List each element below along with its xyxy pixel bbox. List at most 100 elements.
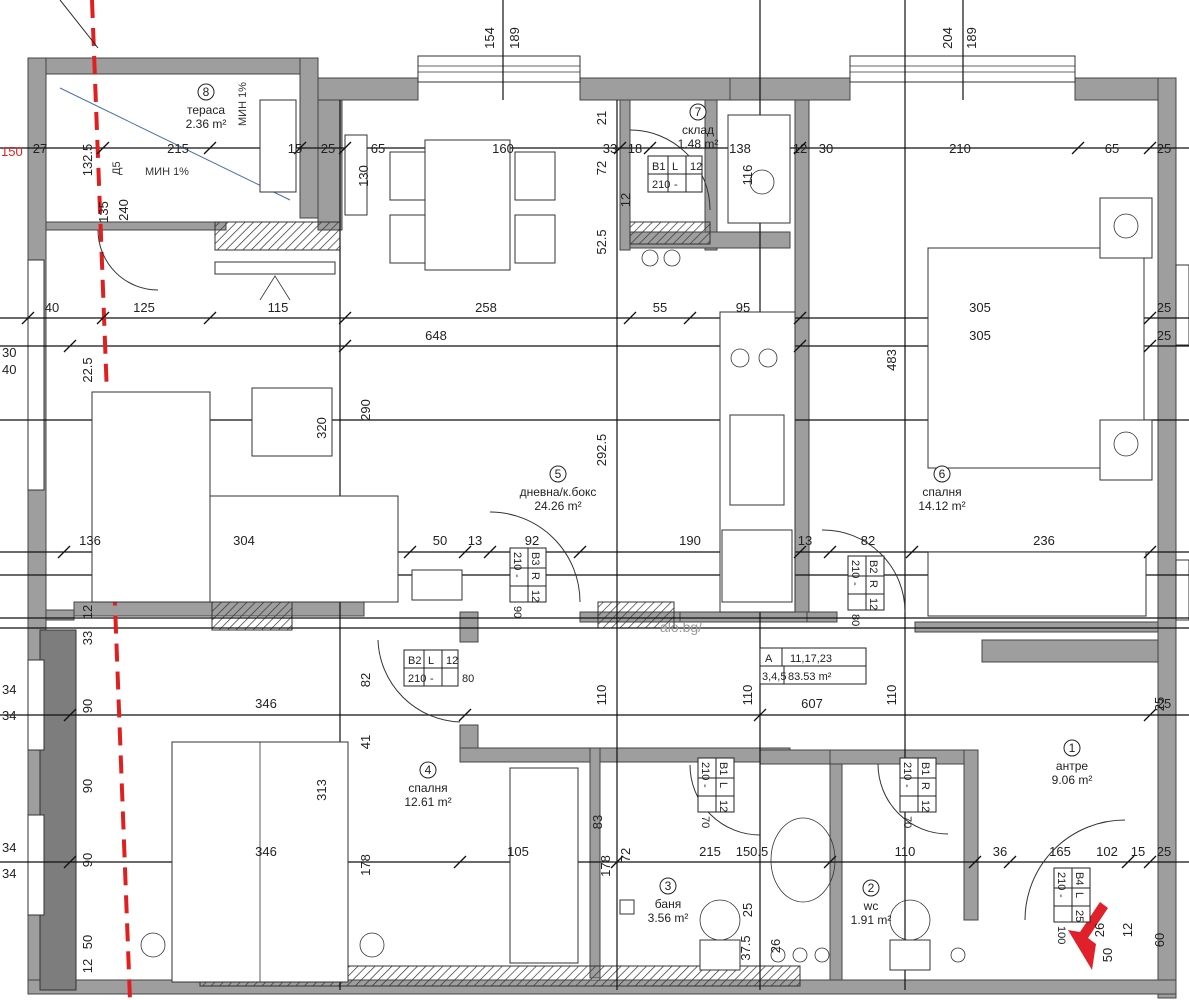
room-number-circle [197,83,215,101]
dimension-label: 236 [1033,533,1055,548]
dimension-label: 305 [969,328,991,343]
door-tag-b: - [1055,894,1067,898]
door-tag-code: B1 [919,762,931,775]
dimension-tick [203,141,217,155]
vertical-dimension-label: 110 [594,685,609,706]
dimension-label: 648 [425,328,447,343]
dimension-label: 102 [1096,844,1118,859]
door-tag-code: B4 [1073,872,1085,885]
door-tag-code: B1 [652,161,665,173]
dimension-tick [1071,141,1085,155]
dimension-tick [293,141,307,155]
dimension-label: 82 [861,533,875,548]
door-tag-b: - [849,582,861,586]
vertical-dimension-label: 50 [1100,948,1115,962]
dimension-label: 138 [729,141,751,156]
left-edge-label: 34 [2,840,16,855]
dimension-tick [203,311,217,325]
room-area: 1.48 m² [678,137,719,151]
room-number-circle [862,879,880,897]
dimension-tick [793,339,807,353]
room-name: дневна/к.бокс [520,485,597,499]
dimension-tick [610,855,624,869]
vertical-dimension-label: 116 [740,165,755,186]
door-tag-w: 210 [511,552,523,570]
dimension-label: 215 [699,844,721,859]
vertical-dimension-label: 12 [618,193,633,207]
dimension-tick [338,339,352,353]
vertical-dimension-label: 72 [618,848,633,862]
dimension-label: 607 [801,696,823,711]
left-edge-label: 40 [2,362,16,377]
dimension-tick [613,141,627,155]
left-edge-label: 34 [2,682,16,697]
diagonal-line [59,0,99,49]
room-number-circle [689,103,707,121]
room-number: 3 [665,879,672,893]
dimension-label: 105 [507,844,529,859]
room-name: спалня [922,485,961,499]
door-tag-c: 12 [529,590,541,602]
door-tag-code: B1 [717,762,729,775]
dimension-tick [823,545,837,559]
vertical-dimension-label: 90 [80,853,95,867]
door-tag-c: 25 [1073,910,1085,922]
room-number: 8 [203,85,210,99]
door-tag-w: 210 [1055,872,1067,890]
room-number-circle [549,465,567,483]
dimension-tick [683,311,697,325]
dimension-label: 160 [492,141,514,156]
dimension-tick [823,855,837,869]
dimension-tick [753,708,767,722]
vertical-dimension-label: 37.5 [738,935,753,960]
dimension-label: 304 [233,533,255,548]
vertical-dimension-label: 33 [80,631,95,645]
window-dimension-label: 189 [964,27,979,49]
dimension-tick [1143,141,1157,155]
dimension-tick [483,545,497,559]
window-dimension-label: 204 [940,27,955,49]
door-tag-w: 210 [901,762,913,780]
door-tag-b: - [430,673,434,685]
dimension-label: 13 [468,533,482,548]
vertical-dimension-label: 82 [358,673,373,687]
vertical-dimension-label: 25 [740,903,755,917]
dimension-label: 25 [1157,300,1171,315]
door-tag-b: - [511,574,523,578]
dimension-label: 25 [1157,328,1171,343]
dimension-tick [458,545,472,559]
door-tag-c: 12 [690,161,702,173]
apartment-area: 83.53 m² [788,671,832,683]
door-tag-c: 12 [446,655,458,667]
misc-label: МИН 1% [145,166,189,178]
dimension-label: 150.5 [736,844,769,859]
vertical-dimension-label: 483 [884,349,899,371]
vertical-dimension-label: 292.5 [594,434,609,467]
dimension-tick [968,855,982,869]
dimension-tick [1143,545,1157,559]
dimension-tick [793,311,807,325]
dimension-label: 13 [798,533,812,548]
dimension-label: 55 [653,300,667,315]
room-number-circle [659,877,677,895]
apartment-tag: A 11,17,23 3,4,5 83.53 m² [759,647,867,685]
dimension-label: 346 [255,844,277,859]
door-swings [97,129,1126,921]
dimension-tick [63,708,77,722]
door-tag-h: 70 [699,816,711,828]
vertical-dimension-label: 240 [116,199,131,221]
door-tag-c: 12 [717,800,729,812]
door-tag-a: L [717,782,729,788]
vertical-dimension-label: 12 [1120,923,1135,937]
